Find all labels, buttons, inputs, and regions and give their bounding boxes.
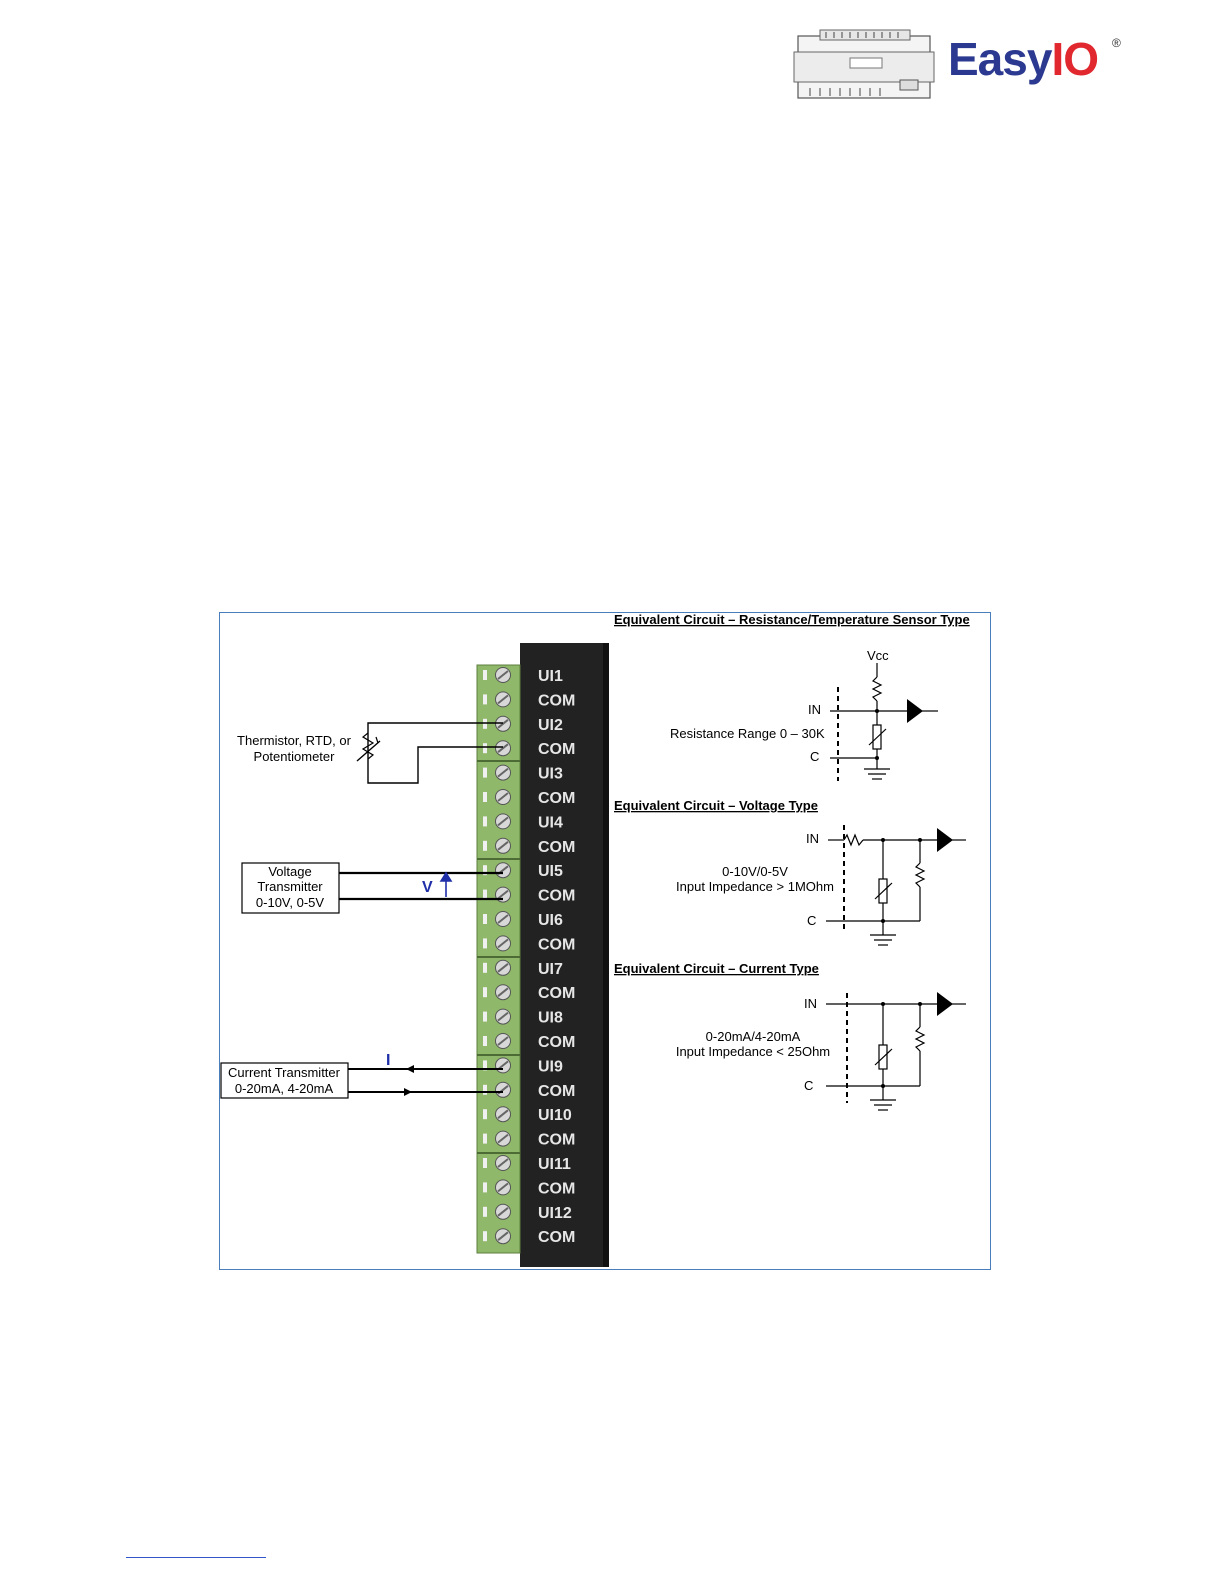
terminal-label: UI3 bbox=[538, 766, 563, 783]
circuit-resistance-c: C bbox=[810, 749, 819, 764]
voltage-arrow-label: V bbox=[422, 879, 433, 896]
terminal-label: UI11 bbox=[538, 1156, 571, 1173]
terminal-screw-icon bbox=[483, 789, 511, 805]
terminal-screw-icon bbox=[483, 1008, 511, 1025]
terminal-label: UI12 bbox=[538, 1205, 572, 1222]
circuit-current-in: IN bbox=[804, 996, 817, 1011]
circuit-voltage-c: C bbox=[807, 913, 816, 928]
terminal-label: COM bbox=[538, 1083, 575, 1100]
circuit-current-schematic bbox=[826, 993, 966, 1111]
header-logo: EasyIO ® bbox=[790, 26, 1130, 108]
current-transmitter-box bbox=[220, 1062, 349, 1099]
terminal-screw-icon bbox=[483, 984, 511, 1001]
current-wires bbox=[348, 1068, 503, 1093]
terminal-block bbox=[476, 664, 521, 1254]
terminal-screw-icon bbox=[483, 667, 511, 683]
circuit-resistance-schematic bbox=[830, 663, 938, 781]
buffer-triangle-1 bbox=[907, 699, 923, 723]
wiring-diagram: UI1COMUI2COMUI3COMUI4COMUI5COMUI6COMUI7C… bbox=[220, 613, 970, 1267]
terminal-label: UI5 bbox=[538, 863, 563, 880]
circuit-voltage-in: IN bbox=[806, 831, 819, 846]
voltage-arrow-icon bbox=[439, 871, 453, 897]
sensor-label-line1: Thermistor, RTD, or bbox=[237, 733, 352, 748]
circuit-resistance-vcc: Vcc bbox=[867, 648, 889, 663]
terminal-label: COM bbox=[538, 692, 575, 709]
current-transmitter-line1: Current Transmitter bbox=[228, 1065, 341, 1080]
current-direction-arrows bbox=[404, 1065, 414, 1096]
terminal-label: UI7 bbox=[538, 961, 563, 978]
current-transmitter-line2: 0-20mA, 4-20mA bbox=[235, 1081, 334, 1096]
registered-mark: ® bbox=[1112, 36, 1121, 50]
buffer-triangle-3 bbox=[937, 992, 953, 1016]
terminal-screw-icon bbox=[483, 1081, 511, 1098]
circuit-voltage-heading: Equivalent Circuit – Voltage Type bbox=[614, 798, 818, 813]
circuit-current-line1: 0-20mA/4-20mA bbox=[706, 1029, 801, 1044]
circuit-voltage-line2: Input Impedance > 1MOhm bbox=[676, 879, 834, 894]
terminal-screw-icon bbox=[483, 837, 511, 854]
voltage-transmitter-box bbox=[241, 862, 340, 914]
circuit-current-line2: Input Impedance < 25Ohm bbox=[676, 1044, 830, 1059]
terminal-label: UI8 bbox=[538, 1010, 563, 1027]
terminal-screw-icon bbox=[483, 959, 511, 976]
thermistor-wiring bbox=[356, 722, 503, 784]
terminal-screw-icon bbox=[483, 1155, 511, 1171]
circuit-current-heading: Equivalent Circuit – Current Type bbox=[614, 961, 819, 976]
terminal-screw-icon bbox=[483, 935, 511, 952]
footer-link-underline bbox=[126, 1557, 266, 1558]
buffer-triangle-2 bbox=[937, 828, 953, 852]
terminal-block-dividers bbox=[477, 760, 520, 1154]
terminal-screw-icon bbox=[483, 813, 511, 830]
voltage-transmitter-line2: Transmitter bbox=[257, 879, 323, 894]
terminal-screw-icon bbox=[483, 1033, 511, 1049]
variable-resistor-icon bbox=[361, 732, 379, 760]
voltage-transmitter-line1: Voltage bbox=[268, 864, 311, 879]
terminal-label: UI9 bbox=[538, 1058, 563, 1075]
terminal-label: COM bbox=[538, 985, 575, 1002]
terminal-label: UI10 bbox=[538, 1107, 572, 1124]
controller-panel bbox=[520, 643, 607, 1267]
voltage-transmitter-line3: 0-10V, 0-5V bbox=[256, 895, 325, 910]
terminal-label: UI1 bbox=[538, 668, 563, 685]
terminal-label: COM bbox=[538, 1180, 575, 1197]
terminal-label: COM bbox=[538, 741, 575, 758]
circuit-resistance-heading: Equivalent Circuit – Resistance/Temperat… bbox=[614, 613, 970, 627]
terminal-screw-icon bbox=[483, 1130, 511, 1147]
circuit-current-c: C bbox=[804, 1078, 813, 1093]
voltage-wires bbox=[339, 871, 503, 901]
terminal-screw-icon bbox=[483, 715, 511, 732]
terminal-label: COM bbox=[538, 790, 575, 807]
circuit-resistance-in: IN bbox=[808, 702, 821, 717]
terminal-label: UI2 bbox=[538, 717, 563, 734]
terminal-screw-icon bbox=[483, 1228, 511, 1245]
circuit-voltage-schematic bbox=[826, 825, 966, 946]
terminal-label: COM bbox=[538, 1229, 575, 1246]
terminal-screw-icon bbox=[483, 740, 511, 757]
sensor-label-line2: Potentiometer bbox=[254, 749, 336, 764]
terminal-label: COM bbox=[538, 888, 575, 905]
brand-main: Easy bbox=[948, 33, 1052, 85]
terminal-screw-icon bbox=[483, 1106, 511, 1123]
terminal-label: UI4 bbox=[538, 814, 563, 831]
brand-accent: IO bbox=[1051, 33, 1099, 85]
terminal-labels: UI1COMUI2COMUI3COMUI4COMUI5COMUI6COMUI7C… bbox=[538, 668, 575, 1246]
brand-wordmark: EasyIO bbox=[948, 32, 1099, 86]
circuit-resistance-range: Resistance Range 0 – 30K bbox=[670, 726, 825, 741]
terminal-label: COM bbox=[538, 1132, 575, 1149]
terminal-label: UI6 bbox=[538, 912, 563, 929]
circuit-voltage-line1: 0-10V/0-5V bbox=[722, 864, 788, 879]
terminal-label: COM bbox=[538, 936, 575, 953]
current-arrow-label: I bbox=[386, 1052, 390, 1069]
controller-device-icon bbox=[793, 29, 935, 99]
terminal-screw-icon bbox=[483, 764, 511, 781]
terminal-screw-icon bbox=[483, 1203, 511, 1220]
terminal-screw-icon bbox=[483, 1179, 511, 1196]
terminal-screws bbox=[483, 667, 511, 1245]
terminal-label: COM bbox=[538, 839, 575, 856]
terminal-label: COM bbox=[538, 1034, 575, 1051]
terminal-screw-icon bbox=[483, 911, 511, 927]
terminal-screw-icon bbox=[483, 691, 511, 708]
